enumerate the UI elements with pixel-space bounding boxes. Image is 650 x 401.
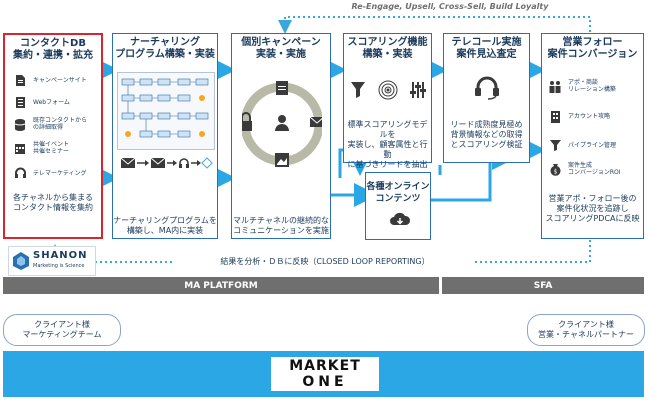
market-one-logo: MARKET ONE (271, 357, 379, 391)
item-label: テレマーケティング (33, 169, 87, 177)
email-icon (309, 116, 322, 127)
bottom-loop-label: 結果を分析・ＤＢに反映（CLOSED LOOP REPORTING） (175, 256, 475, 268)
nurturing-panel: ナーチャリング プログラム構築・実装 (112, 33, 218, 239)
scoring-panel: スコアリング機能 構築・実装 標準スコアリングモデルを実装し、顧客属性と行動に基… (343, 33, 432, 169)
cloud-download-icon (390, 212, 411, 225)
user-icon (275, 115, 289, 131)
email-flow (120, 157, 213, 169)
contact-db-desc: 各チャネルから集まるコンタクト情報を集約 (13, 193, 93, 212)
workflow-screenshot (117, 72, 215, 150)
document-icon (13, 73, 27, 87)
client-sales-partner: クライアント様営業・チャネルパートナー (527, 314, 645, 346)
nurturing-desc: ナーチャリングプログラムを構築し、MA内に実装 (113, 216, 217, 235)
campaign-title-1: 個別キャンペーン (241, 37, 321, 48)
item-existing-contacts: 既存コンタクトから の詳細取得 (13, 117, 87, 131)
contact-db-title-1: コンタクトDB (20, 38, 86, 49)
lock-icon (242, 112, 252, 131)
shanon-emblem-icon (13, 252, 29, 270)
sales-desc: 営業アポ・フォロー後の案件化状況を追跡しスコアリングPDCAに反映 (545, 194, 640, 223)
document-icon (276, 81, 288, 95)
item-pipeline: パイプライン管理 (548, 138, 616, 152)
item-conversion: $ 案件生成 コンバージョンROI (548, 162, 621, 176)
sfa-label: SFA (533, 280, 553, 291)
item-label: アポ・商談 リレーション構築 (568, 79, 616, 93)
item-label: パイプライン管理 (568, 141, 617, 149)
email-icon (120, 157, 136, 168)
form-icon (13, 95, 27, 109)
telecall-panel: テレコール実施 案件見込査定 リード成熟度見極め背景情報などの取得とスコアリング… (443, 33, 530, 163)
nurturing-title-1: ナーチャリング (130, 37, 200, 48)
item-label: 共催イベント 共催セミナー (33, 141, 70, 155)
item-web-form: Webフォーム (13, 95, 70, 109)
shanon-logo-name: SHANON (33, 250, 88, 261)
online-contents-panel: 各種オンライン コンテンツ (365, 172, 431, 240)
sales-title-2: 案件コンバージョン (547, 49, 638, 60)
filter-icon (548, 138, 562, 152)
item-label: 案件生成 コンバージョンROI (568, 162, 621, 176)
money-bag-icon: $ (548, 162, 562, 176)
item-joint-events: 共催イベント 共催セミナー (13, 141, 69, 155)
campaign-title-2: 実装・実施 (256, 49, 306, 60)
campaign-desc: マルチチャネルの継続的なコミュニケーションを実施 (233, 216, 329, 235)
client-marketing-team: クライアント様マーケティングチーム (3, 314, 121, 346)
scoring-icons (351, 80, 426, 100)
logo-bottom-text: ONE (302, 374, 348, 390)
online-title-2: コンテンツ (375, 194, 421, 204)
svg-text:$: $ (553, 169, 557, 176)
item-account: アカウント攻略 (548, 109, 610, 123)
item-label: 既存コンタクトから の詳細取得 (33, 117, 88, 131)
ma-platform-label: MA PLATFORM (184, 280, 258, 291)
item-telemarketing: テレマーケティング (13, 166, 87, 180)
online-title-1: 各種オンライン (366, 182, 430, 192)
sales-title-1: 営業フォロー (562, 37, 623, 48)
headset-icon (179, 158, 189, 168)
image-icon (275, 153, 289, 167)
contact-db-title-2: 集約・連携・拡充 (13, 50, 93, 61)
filter-icon (351, 82, 365, 98)
top-loop-label: Re-Engage, Upsell, Cross-Sell, Build Loy… (351, 2, 549, 11)
email-icon (150, 157, 166, 168)
market-one-bar: MARKET ONE (3, 351, 644, 397)
people-icon (548, 79, 562, 93)
item-appointment: アポ・商談 リレーション構築 (548, 79, 616, 93)
telecall-desc: リード成熟度見極め背景情報などの取得とスコアリング検証 (450, 120, 523, 149)
shanon-logo-tagline: Marketing is Science (33, 263, 85, 269)
top-loop-line (278, 16, 591, 37)
shanon-logo: SHANON Marketing is Science (8, 246, 96, 276)
item-label: キャンペーンサイト (33, 76, 87, 84)
ma-platform-bar: MA PLATFORM (3, 277, 439, 294)
sfa-bar: SFA (442, 277, 644, 294)
item-campaign-site: キャンペーンサイト (13, 73, 87, 87)
building-icon (548, 109, 562, 123)
telecall-title-1: テレコール実施 (451, 37, 522, 48)
headset-icon (13, 166, 27, 180)
headset-icon (475, 76, 499, 100)
database-icon (13, 117, 27, 131)
scoring-title-2: 構築・実装 (362, 49, 413, 60)
item-label: アカウント攻略 (568, 112, 611, 120)
contact-db-panel: コンタクトDB 集約・連携・拡充 キャンペーンサイト Webフォーム 既存コンタ… (3, 33, 103, 239)
telecall-title-2: 案件見込査定 (456, 49, 517, 60)
bottom-loop-line (48, 240, 591, 263)
sales-follow-panel: 営業フォロー 案件コンバージョン アポ・商談 リレーション構築 アカウント攻略 … (541, 33, 644, 239)
calendar-icon (13, 141, 27, 155)
sliders-icon (410, 82, 426, 98)
item-label: Webフォーム (33, 98, 70, 106)
scoring-desc: 標準スコアリングモデルを実装し、顧客属性と行動に基づきリードを抽出 (347, 120, 428, 169)
campaign-cycle (242, 81, 322, 167)
logo-top-text: MARKET (289, 358, 361, 374)
radar-icon (378, 80, 398, 100)
campaign-panel: 個別キャンペーン 実装・実施 マルチチャネルの継続的なコミュニケーションを実施 (231, 33, 331, 239)
scoring-title-1: スコアリング機能 (347, 37, 428, 48)
nurturing-title-2: プログラム構築・実装 (115, 49, 215, 60)
